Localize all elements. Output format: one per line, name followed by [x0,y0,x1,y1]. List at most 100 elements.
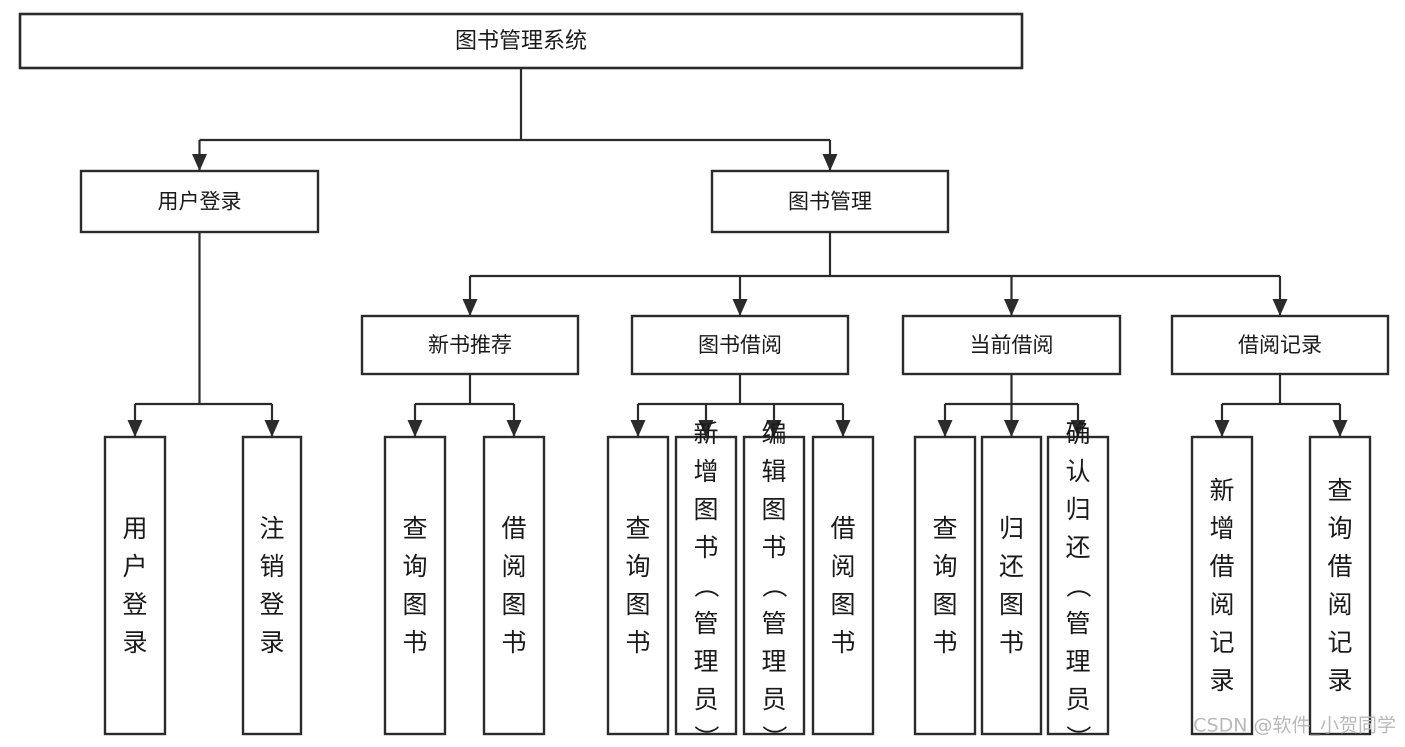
node-leaf-4-查询图书-char: 图 [625,590,650,619]
connector-arrowhead [822,154,838,171]
node-leaf-0-用户登录-rect [103,435,167,736]
node-leaf-10-确认归还-管理员-char: ） [1064,725,1093,747]
node-l2-借阅记录-label: 借阅记录 [1238,333,1322,357]
node-leaf-10-确认归还-管理员-char: 管 [1065,609,1090,638]
node-leaf-11-新增借阅记录-char: 阅 [1209,590,1234,619]
node-leaf-5-新增图书-管理员-char: 新 [693,419,718,448]
node-l1-图书管理[interactable]: 图书管理 [710,169,950,234]
node-leaf-6-编辑图书-管理员-char: 管 [761,609,786,638]
node-l2-借阅记录[interactable]: 借阅记录 [1170,314,1390,376]
node-l2-新书推荐[interactable]: 新书推荐 [360,314,580,376]
node-l2-新书推荐-rect [360,314,580,376]
node-leaf-0-用户登录[interactable]: 用户登录 [103,435,167,736]
node-leaf-12-查询借阅记录-char: 询 [1327,514,1352,543]
node-leaf-6-编辑图书-管理员-char: （ [760,573,789,598]
node-leaf-8-查询图书-char: 书 [932,628,957,657]
node-leaf-4-查询图书-char: 询 [625,552,650,581]
node-leaf-10-确认归还-管理员-char: 理 [1065,647,1090,676]
node-leaf-5-新增图书-管理员-rect [674,435,738,736]
node-leaf-8-查询图书-char: 查 [932,514,957,543]
connector-arrowhead [1214,420,1230,437]
node-leaf-3-借阅图书-char: 书 [501,628,526,657]
node-leaf-11-新增借阅记录-char: 录 [1209,666,1234,695]
node-leaf-0-用户登录-char: 用 [122,514,147,543]
node-leaf-5-新增图书-管理员-char: 员 [693,685,718,714]
connector-arrowhead [1004,299,1019,316]
node-leaf-6-编辑图书-管理员-char: 图 [761,495,786,524]
node-leaf-10-确认归还-管理员-char: （ [1064,573,1093,598]
node-l1-用户登录-label: 用户登录 [158,190,242,214]
node-leaf-7-借阅图书-char: 借 [830,514,855,543]
connector-arrowhead [407,420,423,437]
connector-arrowhead [1272,299,1288,316]
node-leaf-2-查询图书-char: 询 [402,552,427,581]
node-root-rect [18,12,1024,70]
connector-arrowhead [732,299,748,316]
node-l2-借阅记录-rect [1170,314,1390,376]
connector-arrowhead [1070,420,1086,437]
node-leaf-6-编辑图书-管理员-char: 书 [761,533,786,562]
node-leaf-5-新增图书-管理员-char: 图 [693,495,718,524]
node-root[interactable]: 图书管理系统 [18,12,1024,70]
node-leaf-10-确认归还-管理员-char: 还 [1065,533,1090,562]
node-leaf-10-确认归还-管理员-rect [1046,435,1110,736]
node-leaf-5-新增图书-管理员-char: 管 [693,609,718,638]
node-leaf-0-用户登录-char: 户 [122,552,147,581]
node-leaf-10-确认归还-管理员-char: 认 [1065,457,1090,486]
node-leaf-12-查询借阅记录-char: 记 [1327,628,1352,657]
node-leaf-12-查询借阅记录-rect [1308,435,1372,736]
connector-arrowhead [462,299,478,316]
node-leaf-2-查询图书-char: 图 [402,590,427,619]
node-leaf-11-新增借阅记录-rect [1190,435,1254,736]
connector-arrowhead [630,420,646,437]
node-leaf-11-新增借阅记录-char: 新 [1209,476,1234,505]
node-leaf-5-新增图书-管理员-char: ） [692,725,721,747]
node-leaf-10-确认归还-管理员-char: 员 [1065,685,1090,714]
node-leaf-8-查询图书-rect [913,435,977,736]
node-l2-当前借阅-rect [901,314,1122,376]
connector-arrowhead [937,420,953,437]
node-leaf-1-注销登录-char: 登 [259,590,284,619]
node-leaf-7-借阅图书-char: 图 [830,590,855,619]
connector-arrowhead [1332,420,1348,437]
connector-arrowhead [192,154,207,171]
node-leaf-9-归还图书-char: 书 [999,628,1024,657]
node-leaf-9-归还图书-char: 图 [999,590,1024,619]
box-layer: 图书管理系统用户登录图书管理新书推荐图书借阅当前借阅借阅记录用户登录注销登录查询… [18,12,1390,747]
node-leaf-2-查询图书-char: 查 [402,514,427,543]
node-leaf-12-查询借阅记录-char: 查 [1327,476,1352,505]
connector-arrowhead [766,420,782,437]
node-l1-用户登录[interactable]: 用户登录 [79,169,320,234]
node-l1-图书管理-rect [710,169,950,234]
connector-arrowhead [264,420,280,437]
node-l2-图书借阅[interactable]: 图书借阅 [630,314,850,376]
node-root-label: 图书管理系统 [455,29,587,54]
node-leaf-0-用户登录-char: 登 [122,590,147,619]
node-l1-图书管理-label: 图书管理 [788,190,872,214]
node-leaf-4-查询图书-char: 书 [625,628,650,657]
node-leaf-12-查询借阅记录-char: 录 [1327,666,1352,695]
node-leaf-8-查询图书-char: 图 [932,590,957,619]
node-leaf-0-用户登录-char: 录 [122,628,147,657]
node-leaf-9-归还图书-char: 归 [999,514,1024,543]
node-leaf-5-新增图书-管理员-char: 增 [693,457,718,486]
node-leaf-4-查询图书-char: 查 [625,514,650,543]
node-leaf-6-编辑图书-管理员-rect [742,435,806,736]
node-leaf-11-新增借阅记录-char: 增 [1209,514,1234,543]
node-l2-当前借阅-label: 当前借阅 [970,333,1054,357]
node-l2-当前借阅[interactable]: 当前借阅 [901,314,1122,376]
node-leaf-11-新增借阅记录-char: 借 [1209,552,1234,581]
